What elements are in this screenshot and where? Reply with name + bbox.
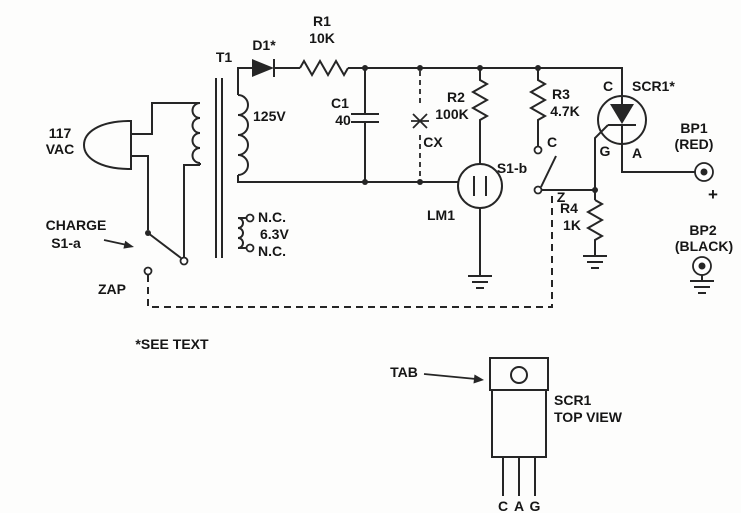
pin-g-label: G	[530, 498, 541, 513]
s1b-label: S1-b	[497, 160, 527, 176]
tab-label: TAB	[390, 364, 418, 380]
ground-symbol	[583, 255, 607, 269]
s1a-label: S1-a	[51, 235, 81, 251]
ac-voltage-label-1: 117	[49, 125, 72, 141]
lamp-lm1: LM1	[427, 163, 503, 289]
tab-arrow	[473, 374, 484, 384]
scr1: C SCR1* G A	[594, 78, 695, 200]
binding-post-bp1: BP1 (RED) +	[675, 120, 718, 204]
resistor-r3: R3 4.7K	[528, 68, 580, 146]
primary-winding	[191, 102, 201, 164]
capacitor-c1: C1 40	[331, 68, 379, 182]
binding-post-bp2: BP2 (BLACK)	[675, 222, 733, 294]
bp1-color-label: (RED)	[675, 136, 714, 152]
tab-hole	[510, 366, 528, 384]
r2-value-label: 100K	[435, 106, 468, 122]
charge-arrow	[123, 240, 134, 249]
ground-symbol	[690, 280, 714, 294]
secondary-winding-125v	[237, 94, 249, 176]
s1b-contact-z-label: Z	[557, 189, 566, 205]
pkg-view-label: TOP VIEW	[554, 409, 623, 425]
v63-label: 6.3V	[260, 226, 289, 242]
charge-label: CHARGE	[46, 217, 107, 233]
c1-name-label: C1	[331, 95, 349, 111]
scr-cathode-label: C	[603, 78, 613, 94]
zap-label: ZAP	[98, 281, 126, 297]
see-text-note: *SEE TEXT	[135, 336, 209, 352]
switch-s1b: S1-b C Z	[497, 134, 595, 205]
bp2-label: BP2	[689, 222, 716, 238]
scr-package-drawing: TAB SCR1 TOP VIEW C A G	[390, 357, 623, 513]
bp2-color-label: (BLACK)	[675, 238, 733, 254]
junction-dots	[362, 65, 598, 193]
resistor-r4: R4 1K	[560, 199, 607, 269]
scr-gate-label: G	[600, 143, 611, 159]
r4-name-label: R4	[560, 200, 578, 216]
ac-wiring	[131, 102, 200, 230]
transformer-t1: T1 125V N.C. 6.3V N.C.	[191, 49, 458, 259]
bp1-label: BP1	[680, 120, 707, 136]
pin-c-label: C	[498, 498, 508, 513]
nc-bottom-label: N.C.	[258, 243, 286, 259]
pin-a-label: A	[514, 498, 524, 513]
package-body	[491, 389, 547, 458]
v125-label: 125V	[253, 108, 286, 124]
t1-label: T1	[216, 49, 233, 65]
scr-anode-label: A	[632, 145, 642, 161]
capacitor-cx: CX	[411, 71, 443, 179]
scr1-label: SCR1*	[632, 78, 675, 94]
pkg-name-label: SCR1	[554, 392, 592, 408]
r4-value-label: 1K	[563, 217, 581, 233]
s1b-contact-c-label: C	[547, 134, 557, 150]
r3-value-label: 4.7K	[550, 103, 580, 119]
cx-label: CX	[423, 134, 443, 150]
r2-name-label: R2	[447, 89, 465, 105]
nc-top-label: N.C.	[258, 209, 286, 225]
c1-value-label: 40	[335, 112, 351, 128]
ac-voltage-label-2: VAC	[46, 141, 75, 157]
switch-gang-linkage	[147, 196, 553, 308]
package-tab	[489, 357, 549, 391]
r1-name-label: R1	[313, 13, 331, 29]
resistor-r2: R2 100K	[435, 68, 490, 164]
d1-label: D1*	[252, 37, 276, 53]
lm1-label: LM1	[427, 207, 455, 223]
ac-plug: 117 VAC	[46, 119, 132, 171]
switch-s1a: CHARGE S1-a ZAP	[46, 164, 200, 297]
diode-d1: D1*	[252, 37, 300, 77]
resistor-r1: R1 10K	[299, 13, 623, 96]
r1-value-label: 10K	[309, 30, 335, 46]
r3-name-label: R3	[552, 86, 570, 102]
plus-label: +	[708, 185, 718, 204]
ground-symbol	[468, 275, 492, 289]
secondary-winding-6v3	[237, 217, 244, 249]
